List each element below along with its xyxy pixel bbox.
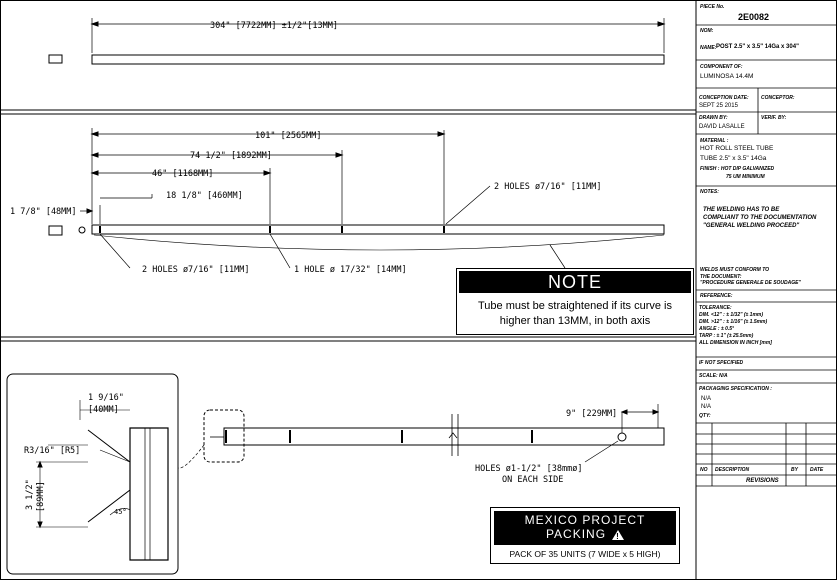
note-body: Tube must be straightened if its curve i… <box>457 299 693 329</box>
tolerance-1: DIM. <12" : ± 1/32" (± 1mm) <box>699 312 763 318</box>
packaging-label: PACKAGING SPECIFICATION : <box>699 386 772 392</box>
detail-dim-89: [89MM] <box>36 481 46 512</box>
revisions-label: REVISIONS <box>746 478 779 484</box>
dim-101: 101" [2565MM] <box>255 131 322 141</box>
end-view-small-mid <box>48 225 63 236</box>
scale-label: SCALE: N/A <box>699 373 728 379</box>
break-symbol <box>448 414 459 456</box>
detail-chamfer <box>87 429 131 523</box>
tolerance-4: TARP : ± 1" (± 25.5mm) <box>699 333 754 339</box>
detail-callout-box <box>203 409 245 463</box>
detail-dim-radius: R3/16" [R5] <box>24 446 80 456</box>
rev-date-label: DATE <box>810 467 824 473</box>
verif-label: VERIF. BY: <box>761 115 787 121</box>
dim-overall: 304" [7722MM] ±1/2"[13MM] <box>210 21 338 31</box>
tolerance-5: ALL DIMENSION IN INCH [mm] <box>699 340 772 346</box>
note-soudure-1: WELDS MUST CONFORM TO <box>700 267 770 273</box>
warning-icon <box>612 529 625 544</box>
name-label: NAME: <box>700 45 717 51</box>
note-welding-1: THE WELDING HAS TO BE <box>703 207 780 213</box>
packing-body: PACK OF 35 UNITS (7 WIDE x 5 HIGH) <box>509 549 661 559</box>
label-holes-right: 2 HOLES ø7/16" [11MM] <box>494 182 601 192</box>
detail-dim-1916: 1 9/16" <box>88 393 124 403</box>
notes-label: NOTES: <box>700 189 719 195</box>
note-line-1: Tube must be straightened if its curve i… <box>477 300 672 312</box>
material-label: MATERIAL : <box>700 138 729 144</box>
reference-label: REFERENCE: <box>700 293 733 299</box>
dim-18: 18 1/8" [460MM] <box>166 191 243 201</box>
note-box: NOTE Tube must be straightened if its cu… <box>456 268 694 335</box>
label-holes-left: 2 HOLES ø7/16" [11MM] <box>142 265 249 275</box>
note-welding-3: "GENERAL WELDING PROCEED" <box>703 223 800 229</box>
rev-by-label: BY <box>791 467 798 473</box>
conception-date: SEPT 25 2015 <box>699 103 738 109</box>
dim-46: 46" [1168MM] <box>152 169 213 179</box>
label-large-holes-2: ON EACH SIDE <box>502 475 563 485</box>
finish-line-2: 75 UM MINIMUM <box>726 174 765 180</box>
packing-box: MEXICO PROJECT PACKING PACK OF 35 UNITS … <box>490 507 680 564</box>
leader-holes-left <box>99 233 131 269</box>
tolerance-2: DIM. >12" : ± 1/16" (± 1.5mm) <box>699 319 768 325</box>
if-not-specified: IF NOT SPECIFIED <box>699 360 744 366</box>
tolerance-3: ANGLE : ± 0.5° <box>699 326 735 332</box>
tube-bottom-view <box>223 427 665 446</box>
piece-no-label: PIECE No. <box>700 4 725 10</box>
rev-no-label: NO <box>700 467 708 473</box>
note-welding-2: COMPLIANT TO THE DOCUMENTATION <box>703 215 817 221</box>
label-hole-one: 1 HOLE ø 17/32" [14MM] <box>294 265 407 275</box>
detail-angle-arc <box>109 508 131 516</box>
callout-leader <box>177 444 205 469</box>
packaging-line-2: N/A <box>701 404 712 410</box>
leader-hole-one <box>269 233 291 269</box>
conception-date-label: CONCEPTION DATE: <box>699 95 749 101</box>
large-hole <box>617 432 627 442</box>
leader-note <box>549 244 566 269</box>
component-label: COMPONENT OF: <box>700 64 743 70</box>
tube-side-view <box>91 224 665 235</box>
detail-frame <box>6 373 179 575</box>
tube-top-view <box>91 54 665 65</box>
packing-line-2-wrap: PACKING <box>494 527 676 544</box>
dim-74: 74 1/2" [1892MM] <box>190 151 272 161</box>
leader-large-holes <box>584 440 619 463</box>
end-view-small-top <box>48 54 63 64</box>
name-value: POST 2.5" x 3.5" 14Ga x 304" <box>716 44 799 50</box>
detail-angle: 45° <box>114 508 127 516</box>
note-soudure-3: "PROCEDURE GENERALE DE SOUDAGE" <box>700 280 801 286</box>
conceptor-label: CONCEPTOR: <box>761 95 795 101</box>
dim-178: 1 7/8" [48MM] <box>10 207 77 217</box>
note-line-2: higher than 13MM, in both axis <box>499 315 651 327</box>
detail-dim-40: [40MM] <box>88 405 119 415</box>
note-heading: NOTE <box>459 271 691 293</box>
material-line-2: TUBE 2.5" x 3.5" 14Ga <box>700 155 767 162</box>
tolerance-label: TOLERANCE: <box>699 305 732 311</box>
detail-dim-312: 3 1/2" <box>25 479 35 510</box>
detail-profile <box>129 427 169 561</box>
packaging-line-1: N/A <box>701 396 712 402</box>
tube-curvature <box>93 234 665 251</box>
packing-line-2: PACKING <box>545 527 607 541</box>
drawn-by: DAVID LASALLE <box>699 124 745 130</box>
note-soudure-2: THE DOCUMENT: <box>700 274 742 280</box>
end-hole-circle <box>78 226 86 234</box>
material-line-1: HOT ROLL STEEL TUBE <box>700 145 774 152</box>
drawn-by-label: DRAWN BY: <box>699 115 728 121</box>
packing-heading: MEXICO PROJECT PACKING <box>494 511 676 545</box>
leader-holes-right <box>445 185 491 225</box>
label-large-holes-1: HOLES ø1-1/2" [38mmø] <box>475 464 582 474</box>
finish-label: FINISH : HOT DIP GALVANIZED <box>700 166 775 172</box>
dim-9: 9" [229MM] <box>566 409 617 419</box>
nom-label: NOM: <box>700 28 714 34</box>
qty-label: QTY: <box>699 413 711 419</box>
packing-line-1: MEXICO PROJECT <box>524 513 646 527</box>
component-value: LUMINOSA 14.4M <box>700 73 754 80</box>
rev-description-label: DESCRIPTION <box>715 467 750 473</box>
piece-no: 2E0082 <box>738 12 770 22</box>
